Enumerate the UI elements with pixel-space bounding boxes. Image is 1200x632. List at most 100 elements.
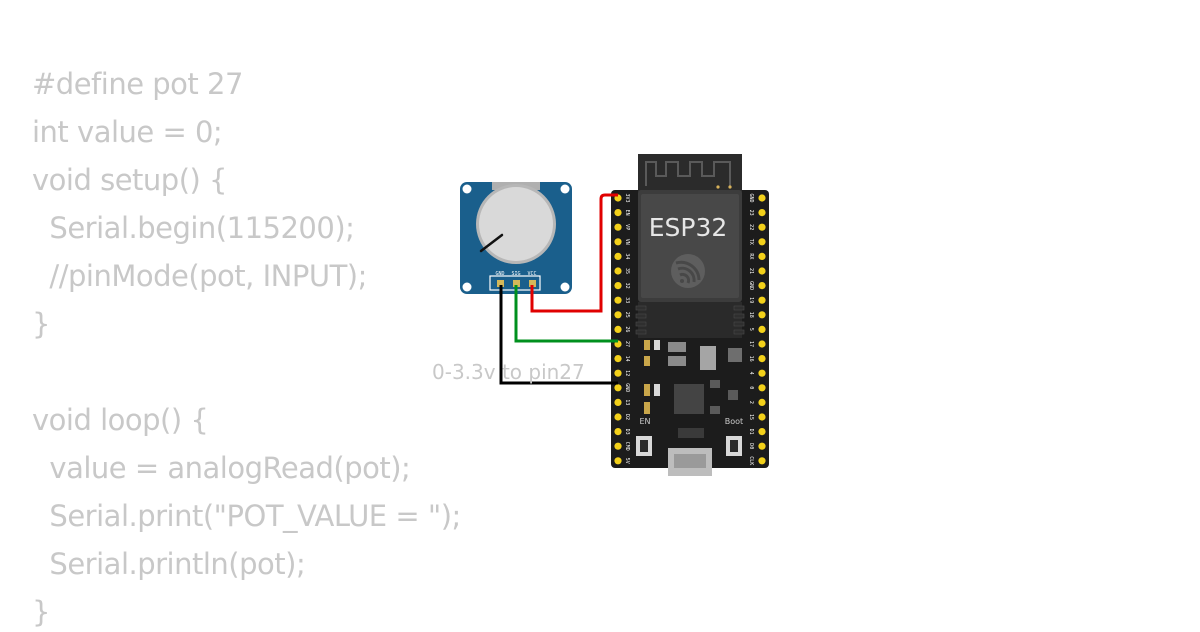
boot-label: Boot [725,417,743,426]
mount-hole [560,184,570,194]
left-pin-label: D3 [624,429,630,435]
left-pin-label: EN [624,210,630,216]
en-button[interactable] [636,436,652,456]
right-pin-label: GND [748,281,754,290]
code-line: //pinMode(pot, INPUT); [32,259,367,293]
left-pin-pad[interactable] [614,223,622,231]
right-pin-pad[interactable] [758,413,766,421]
left-pin-pad[interactable] [614,457,622,465]
board-components [644,340,742,438]
left-pin-pad[interactable] [614,252,622,260]
micro-usb-port [674,454,706,468]
right-pin-pad[interactable] [758,296,766,304]
potentiometer[interactable]: GND SIG VCC [460,182,572,294]
left-pin-label: D2 [624,414,630,420]
wire-gnd[interactable] [499,285,618,385]
left-pin-pad[interactable] [614,325,622,333]
right-pin-pad[interactable] [758,325,766,333]
right-pin-pad[interactable] [758,398,766,406]
right-pin-pad[interactable] [758,442,766,450]
right-pin-pad[interactable] [758,311,766,319]
right-pin-pad[interactable] [758,194,766,202]
wire-vcc[interactable] [530,193,618,313]
right-pin-pad[interactable] [758,428,766,436]
code-line: value = analogRead(pot); [32,451,411,485]
right-pin-label: 22 [748,224,754,230]
right-pin-pad[interactable] [758,223,766,231]
right-pin-label: 0 [748,386,754,389]
code-line: int value = 0; [32,115,223,149]
antenna-dot [728,185,732,189]
right-pin-label: 21 [748,268,754,274]
espressif-logo-icon [671,254,705,288]
right-pin-label: D0 [748,443,754,449]
boot-button[interactable] [726,436,742,456]
left-pin-pad[interactable] [614,238,622,246]
code-line: Serial.println(pot); [32,547,306,581]
left-pin-pad[interactable] [614,384,622,392]
right-pin-label: 19 [748,297,754,303]
left-pin-pad[interactable] [614,311,622,319]
left-pin-pad[interactable] [614,355,622,363]
right-pin-pad[interactable] [758,457,766,465]
left-pin-label: 3V3 [624,193,630,202]
esp32-board[interactable]: ESP32 [611,154,769,476]
pot-knob[interactable] [479,187,553,261]
pot-pin-sig[interactable] [513,280,520,287]
mount-hole [462,184,472,194]
right-pin-pad[interactable] [758,282,766,290]
left-pin-pad[interactable] [614,442,622,450]
code-line: void setup() { [32,163,228,197]
left-pin-label: VP [624,224,630,230]
code-line: } [32,307,50,341]
pot-pin-label-sig: SIG [511,271,520,277]
pin27-note: 0-3.3v to pin27 [432,360,585,384]
left-pin-pad[interactable] [614,369,622,377]
left-pin-pad[interactable] [614,398,622,406]
right-pin-pad[interactable] [758,267,766,275]
left-pin-pad[interactable] [614,209,622,217]
pot-pin-gnd[interactable] [497,280,504,287]
right-pin-pad[interactable] [758,369,766,377]
pot-pin-vcc[interactable] [529,280,536,287]
wire-sig[interactable] [514,285,618,343]
right-pin-label: 2 [748,401,754,404]
right-pin-label: GND [748,193,754,202]
left-pin-label: 25 [624,312,630,318]
right-pin-pad[interactable] [758,355,766,363]
left-pin-pad[interactable] [614,428,622,436]
right-pin-label: 17 [748,341,754,347]
right-pin-label: CLK [748,456,754,465]
code-line: } [32,595,50,629]
left-pin-label: 33 [624,297,630,303]
left-pin-label: 32 [624,283,630,289]
right-pin-pad[interactable] [758,384,766,392]
right-pin-label: 15 [748,414,754,420]
left-pin-label: CMD [624,442,630,451]
esp32-title: ESP32 [649,213,728,242]
left-pin-label: 35 [624,268,630,274]
left-pin-pad[interactable] [614,413,622,421]
right-pin-label: 16 [748,356,754,362]
code-line: Serial.print("POT_VALUE = "); [32,499,461,533]
right-pin-label: 5 [748,328,754,331]
right-pin-label: 23 [748,210,754,216]
right-pin-pad[interactable] [758,238,766,246]
right-pin-label: TX [748,239,754,245]
left-pin-header: 3V3ENVPVN343532332526271412GND13D2D3CMD5… [614,193,630,465]
left-pin-pad[interactable] [614,282,622,290]
left-pin-pad[interactable] [614,296,622,304]
left-pin-label: 13 [624,399,630,405]
pot-knob-indicator [479,233,504,253]
left-pin-label: 12 [624,370,630,376]
left-pin-pad[interactable] [614,267,622,275]
pot-pin-label-gnd: GND [495,271,504,277]
module-shield [641,194,739,298]
right-pin-pad[interactable] [758,252,766,260]
en-label: EN [639,417,650,426]
left-pin-label: 26 [624,326,630,332]
pot-pin-label-vcc: VCC [527,271,536,277]
code-line: Serial.begin(115200); [32,211,355,245]
right-pin-pad[interactable] [758,209,766,217]
right-pin-pad[interactable] [758,340,766,348]
